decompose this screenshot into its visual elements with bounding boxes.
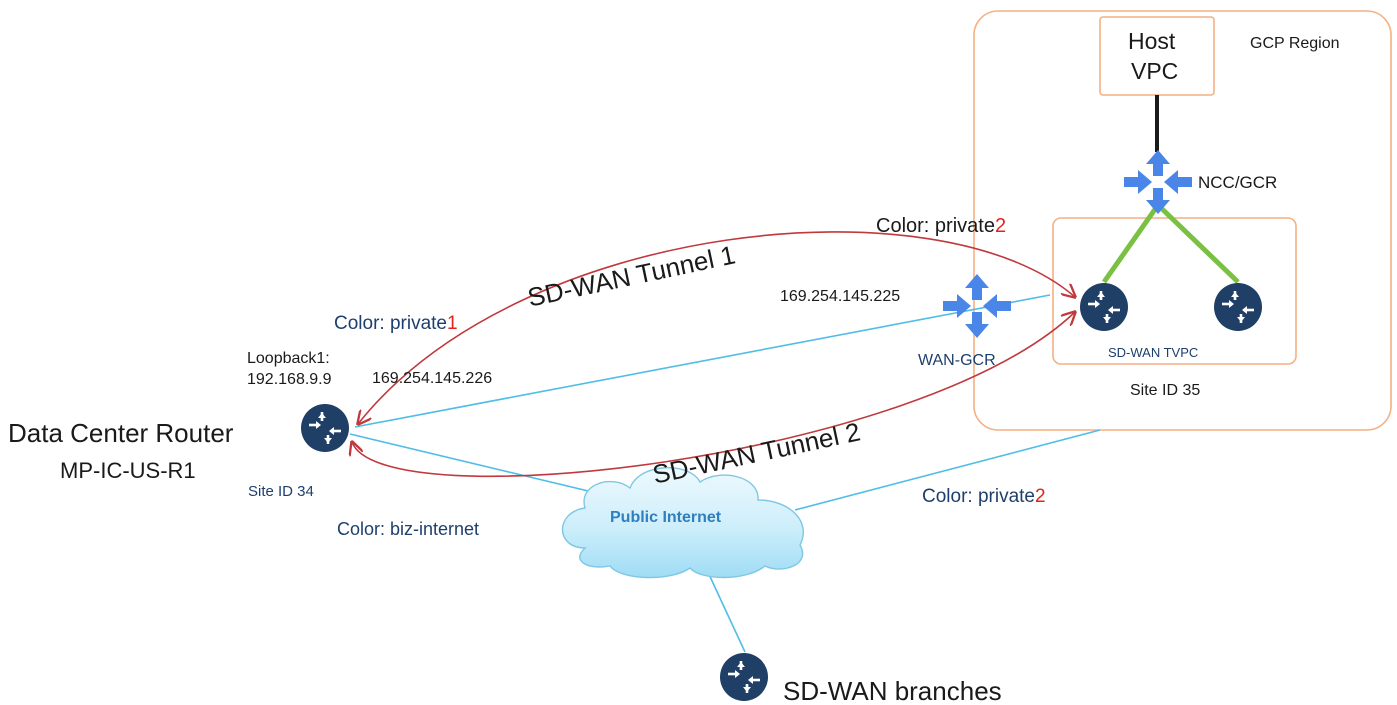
tunnel-2-path bbox=[352, 312, 1075, 478]
host-vpc-label-line2: VPC bbox=[1131, 58, 1179, 84]
router-icon bbox=[1078, 281, 1130, 333]
green-link-right bbox=[1156, 203, 1240, 284]
host-vpc-label-line1: Host bbox=[1128, 28, 1176, 54]
cloud-icon bbox=[561, 466, 805, 579]
sd-wan-branches-label: SD-WAN branches bbox=[783, 676, 1002, 705]
color-private1: Color: private1 bbox=[334, 313, 458, 334]
gcp-region-label: GCP Region bbox=[1250, 35, 1340, 52]
public-internet-label: Public Internet bbox=[610, 509, 722, 526]
gcp-region-box bbox=[973, 10, 1392, 431]
wan-gcr-ip: 169.254.145.225 bbox=[780, 288, 901, 305]
tvpc-label: SD-WAN TVPC bbox=[1108, 345, 1199, 360]
color-private2-bottom: Color: private2 bbox=[922, 486, 1046, 507]
router-icon bbox=[718, 651, 770, 703]
dc-ip: 169.254.145.226 bbox=[372, 370, 493, 387]
wan-gcr-label: WAN-GCR bbox=[918, 352, 996, 369]
site-id-35: Site ID 35 bbox=[1130, 382, 1201, 399]
color-private2-top: Color: private2 bbox=[876, 215, 1007, 237]
cloud-gateway-icon bbox=[943, 274, 1011, 338]
dc-router-title: Data Center Router bbox=[8, 418, 234, 448]
green-link-left bbox=[1101, 203, 1161, 284]
link-dc-internet bbox=[349, 433, 606, 496]
router-icon bbox=[299, 402, 351, 454]
cloud-gateway-icon bbox=[1124, 150, 1192, 214]
ncc-gcr-label: NCC/GCR bbox=[1198, 173, 1278, 192]
loopback-label-line2: 192.168.9.9 bbox=[247, 371, 332, 388]
loopback-label-line1: Loopback1: bbox=[247, 350, 330, 367]
dc-router-name: MP-IC-US-R1 bbox=[60, 458, 196, 483]
site-id-34: Site ID 34 bbox=[248, 483, 314, 500]
router-icon bbox=[1212, 281, 1264, 333]
color-biz-internet: Color: biz-internet bbox=[337, 519, 480, 539]
